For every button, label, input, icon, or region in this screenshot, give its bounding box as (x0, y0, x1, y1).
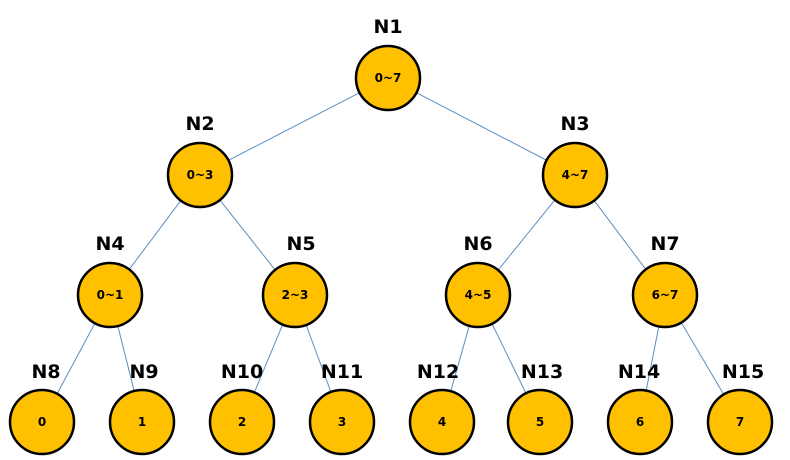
node-name-label: N6 (463, 233, 492, 255)
tree-node-n6: 4~5 N6 (444, 233, 512, 329)
tree-node-n5: 2~3 N5 (261, 233, 329, 329)
node-name-label: N3 (560, 113, 589, 135)
node-circle (541, 141, 609, 209)
node-range-label: 4 (438, 415, 446, 429)
tree-node-n8: 0 N8 (8, 361, 76, 456)
node-name-label: N5 (286, 233, 315, 255)
node-range-label: 7 (736, 415, 744, 429)
node-name-label: N15 (722, 361, 764, 383)
tree-nodes: 0~7 N1 0~3 N2 4~7 N3 0~1 N4 2~3 N5 4~5 N… (8, 16, 774, 456)
tree-node-n9: 1 N9 (108, 361, 176, 456)
node-circle (506, 388, 574, 456)
node-circle (108, 388, 176, 456)
tree-node-n2: 0~3 N2 (166, 113, 234, 209)
node-name-label: N2 (185, 113, 214, 135)
node-circle (444, 261, 512, 329)
node-circle (408, 388, 476, 456)
node-range-label: 5 (536, 415, 544, 429)
tree-node-n4: 0~1 N4 (76, 233, 144, 329)
node-range-label: 6 (636, 415, 644, 429)
tree-edge (253, 324, 284, 393)
node-range-label: 4~5 (465, 288, 492, 302)
node-range-label: 0 (38, 415, 46, 429)
tree-edge (305, 324, 332, 393)
node-name-label: N9 (129, 361, 158, 383)
tree-edges (56, 92, 725, 395)
tree-node-n12: 4 N12 (408, 361, 476, 456)
node-name-label: N13 (521, 361, 563, 383)
node-circle (208, 388, 276, 456)
tree-node-n3: 4~7 N3 (541, 113, 609, 209)
tree-edge (491, 323, 527, 394)
node-circle (166, 141, 234, 209)
node-range-label: 0~1 (97, 288, 124, 302)
tree-node-n7: 6~7 N7 (631, 233, 699, 329)
node-name-label: N4 (95, 233, 124, 255)
node-circle (631, 261, 699, 329)
node-range-label: 2 (238, 415, 246, 429)
tree-node-n11: 3 N11 (308, 361, 376, 456)
node-name-label: N7 (650, 233, 679, 255)
node-name-label: N11 (321, 361, 363, 383)
node-range-label: 0~7 (375, 71, 402, 85)
node-circle (706, 388, 774, 456)
tree-node-n13: 5 N13 (506, 361, 574, 456)
tree-node-n1: 0~7 N1 (354, 16, 422, 112)
tree-node-n10: 2 N10 (208, 361, 276, 456)
node-range-label: 4~7 (562, 168, 589, 182)
node-circle (354, 44, 422, 112)
node-range-label: 1 (138, 415, 146, 429)
node-circle (76, 261, 144, 329)
tree-edge (117, 325, 135, 392)
tree-edge (645, 326, 660, 391)
node-name-label: N1 (373, 16, 402, 38)
tree-edge (228, 92, 360, 161)
node-range-label: 6~7 (652, 288, 679, 302)
node-name-label: N12 (417, 361, 459, 383)
tree-node-n14: 6 N14 (606, 361, 674, 456)
tree-edge (219, 199, 276, 271)
node-name-label: N10 (221, 361, 263, 383)
tree-edge (680, 322, 725, 395)
tree-edge (450, 325, 470, 392)
node-range-label: 2~3 (282, 288, 309, 302)
node-circle (308, 388, 376, 456)
node-circle (261, 261, 329, 329)
node-name-label: N14 (618, 361, 660, 383)
tree-edge (416, 92, 547, 161)
tree-edge (497, 199, 556, 271)
node-name-label: N8 (31, 361, 60, 383)
tree-edge (128, 200, 182, 270)
node-range-label: 3 (338, 415, 346, 429)
tree-edge (593, 200, 647, 270)
node-range-label: 0~3 (187, 168, 214, 182)
node-circle (8, 388, 76, 456)
node-circle (606, 388, 674, 456)
tree-edge (56, 322, 96, 395)
tree-node-n15: 7 N15 (706, 361, 774, 456)
